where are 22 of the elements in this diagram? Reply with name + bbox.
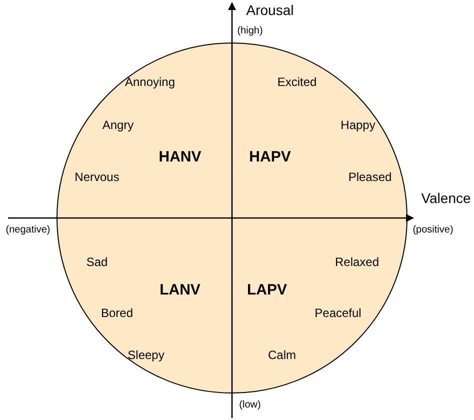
quadrant-label: LANV: [160, 282, 200, 298]
emotion-label: Calm: [268, 348, 296, 362]
emotion-label: Peaceful: [314, 306, 362, 320]
emotion-label: Nervous: [74, 170, 120, 184]
quadrant-label: HANV: [158, 148, 202, 166]
emotion-label: Excited: [277, 75, 317, 89]
axis-end-label: (positive): [412, 224, 454, 236]
quadrant-label: LAPV: [247, 282, 287, 298]
axis-end-label: (negative): [6, 224, 50, 236]
axis-end-label: (low): [239, 400, 261, 410]
emotion-label: Relaxed: [334, 255, 380, 269]
emotion-label: Pleased: [348, 170, 392, 184]
emotion-label: Bored: [100, 306, 134, 320]
axis-end-label: (high): [237, 26, 263, 36]
quadrant-label: HAPV: [249, 148, 291, 166]
emotion-label: Annoying: [124, 75, 176, 89]
emotion-label: Angry: [102, 118, 134, 132]
emotion-label: Sleepy: [128, 348, 164, 362]
emotion-label: Happy: [340, 118, 376, 132]
emotion-label: Sad: [86, 255, 108, 269]
axis-label: Arousal: [246, 2, 294, 18]
axis-label: Valence: [421, 190, 471, 206]
